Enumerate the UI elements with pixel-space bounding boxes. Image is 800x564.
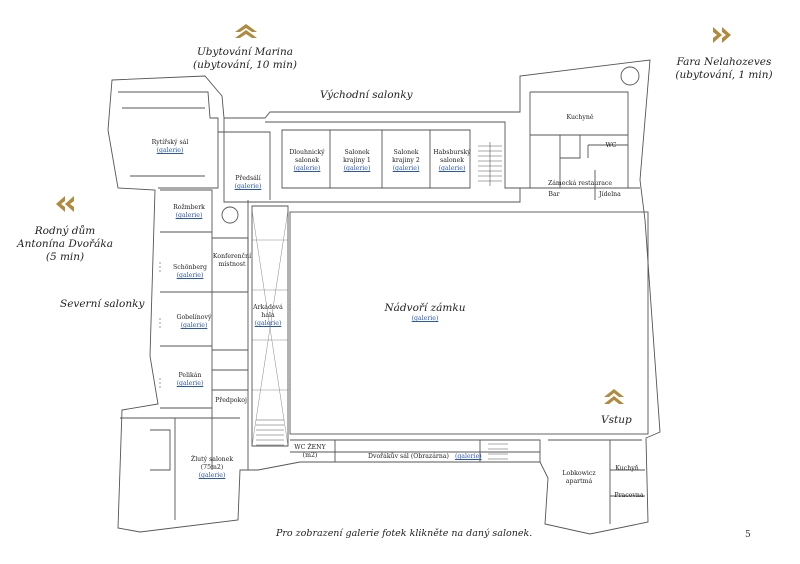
room-name: Schönberg (173, 264, 207, 271)
gallery-link[interactable]: (galerie) (176, 272, 204, 279)
castle-outline (107, 59, 661, 535)
room-salonek-krajiny-2[interactable]: Salonek krajiny 2 (galerie) (382, 149, 430, 173)
chevron-right-icon[interactable] (711, 25, 733, 45)
room-name-2: místnost (218, 261, 246, 268)
room-name-2: hala (261, 312, 275, 319)
room-kuchyn: Kuchyň (612, 465, 642, 473)
room-predsali[interactable]: Předsálí (galerie) (220, 175, 276, 191)
room-name-2: apartmá (565, 478, 593, 485)
chevron-left-icon[interactable] (54, 194, 76, 214)
room-name: Předpokoj (215, 397, 247, 404)
room-name-1: Žlutý salonek (190, 456, 234, 463)
room-name-1: Konferenční (212, 253, 252, 260)
nav-rodny-line1: Rodný dům (34, 225, 96, 237)
room-name: Rytířský sál (151, 139, 189, 146)
room-wc-zeny: WC ŽENY (m2) (290, 444, 330, 460)
room-name: Zámecká restaurace (547, 180, 613, 187)
room-rytirsky-sal[interactable]: Rytířský sál (galerie) (140, 139, 200, 155)
room-gobelinovy[interactable]: Gobelínový (galerie) (164, 314, 224, 330)
gallery-link[interactable]: (galerie) (392, 165, 420, 172)
gallery-link[interactable]: (galerie) (343, 165, 371, 172)
room-name-2: (75m2) (200, 464, 224, 471)
room-name: WC (605, 142, 617, 149)
room-konferencni-mistnost[interactable]: Konferenční místnost (210, 253, 254, 269)
page-number: 5 (745, 530, 751, 540)
nav-rodny-dum[interactable]: Rodný dům Antonína Dvořáka (5 min) (10, 225, 120, 264)
gallery-link[interactable]: (galerie) (198, 472, 226, 479)
room-name: Rožmberk (173, 204, 205, 211)
room-lobkowicz-apartma: Lobkowicz apartmá (554, 470, 604, 486)
room-schonberg[interactable]: Schönberg (galerie) (164, 264, 216, 280)
room-name-1: WC ŽENY (294, 444, 326, 451)
nav-marina[interactable]: Ubytování Marina (ubytování, 10 min) (190, 46, 300, 72)
room-arkadova-hala[interactable]: Arkádová hala (galerie) (248, 304, 288, 328)
room-name: Pelikán (178, 372, 202, 379)
room-name-2: (m2) (302, 452, 318, 459)
gallery-link[interactable]: (galerie) (254, 320, 282, 327)
room-name-1: Salonek (393, 149, 419, 156)
nav-rodny-line3: (5 min) (45, 251, 85, 263)
nav-fara[interactable]: Fara Nelahozeves (ubytování, 1 min) (665, 56, 783, 82)
gallery-link[interactable]: (galerie) (176, 380, 204, 387)
vstup-chevron-up-icon[interactable] (602, 386, 626, 406)
chevron-up-icon[interactable] (233, 21, 259, 39)
footer-note: Pro zobrazení galerie fotek klikněte na … (276, 528, 533, 539)
room-zamecka-restaurace: Zámecká restaurace (540, 180, 620, 188)
room-kuchyne: Kuchyně (560, 114, 600, 122)
nav-fara-subtitle: (ubytování, 1 min) (675, 69, 773, 81)
gallery-link[interactable]: (galerie) (175, 212, 203, 219)
room-dvorakuv-sal[interactable]: Dvořákův sál (Obrazárna) (galerie) (368, 453, 482, 461)
gallery-link[interactable]: (galerie) (293, 165, 321, 172)
room-name-1: Salonek (344, 149, 370, 156)
room-pelikan[interactable]: Pelikán (galerie) (165, 372, 215, 388)
gallery-link[interactable]: (galerie) (156, 147, 184, 154)
vstup-label[interactable]: Vstup (601, 414, 632, 426)
courtyard-outline (289, 211, 649, 435)
room-name-2: krajiny 2 (392, 157, 420, 164)
gallery-link[interactable]: (galerie) (454, 453, 482, 460)
room-rozmberk[interactable]: Rožmberk (galerie) (164, 204, 214, 220)
courtyard-room[interactable]: Nádvoří zámku (galerie) (380, 302, 470, 323)
room-name-2: krajiny 1 (343, 157, 371, 164)
room-salonek-krajiny-1[interactable]: Salonek krajiny 1 (galerie) (332, 149, 382, 173)
nav-marina-subtitle: (ubytování, 10 min) (193, 59, 297, 71)
room-jidelna: Jídelna (594, 191, 626, 199)
room-name: Dvořákův sál (Obrazárna) (368, 453, 449, 460)
gallery-link[interactable]: (galerie) (234, 183, 262, 190)
nav-fara-title: Fara Nelahozeves (676, 56, 772, 68)
nav-rodny-line2: Antonína Dvořáka (17, 238, 113, 250)
room-name: Předsálí (235, 175, 261, 182)
room-wc: WC (600, 142, 622, 150)
room-bar: Bar (544, 191, 564, 199)
room-name: Kuchyň (615, 465, 639, 472)
room-zluty-salonek[interactable]: Žlutý salonek (75m2) (galerie) (180, 456, 244, 480)
courtyard-name: Nádvoří zámku (384, 302, 466, 314)
room-name-1: Habsburský (433, 149, 471, 156)
gallery-link[interactable]: (galerie) (180, 322, 208, 329)
wing-north-label: Severní salonky (60, 298, 145, 310)
room-name-1: Lobkowicz (562, 470, 596, 477)
room-name: Kuchyně (566, 114, 594, 121)
room-name: Gobelínový (176, 314, 212, 321)
gallery-link[interactable]: (galerie) (438, 165, 466, 172)
room-dlouhnicky-salonek[interactable]: Dlouhnický salonek (galerie) (284, 149, 330, 173)
wing-east-label: Východní salonky (320, 89, 413, 101)
room-name-1: Arkádová (253, 304, 283, 311)
nav-marina-title: Ubytování Marina (196, 46, 294, 58)
room-name-2: salonek (440, 157, 464, 164)
courtyard-gallery-link[interactable]: (galerie) (411, 315, 439, 322)
room-pracovna: Pracovna (612, 492, 646, 500)
room-name: Bar (548, 191, 560, 198)
room-name-2: salonek (295, 157, 319, 164)
room-name: Pracovna (614, 492, 644, 499)
room-name: Jídelna (599, 191, 621, 198)
room-name-1: Dlouhnický (289, 149, 325, 156)
room-predpokoj[interactable]: Předpokoj (212, 397, 250, 405)
room-habsbursky-salonek[interactable]: Habsburský salonek (galerie) (430, 149, 474, 173)
